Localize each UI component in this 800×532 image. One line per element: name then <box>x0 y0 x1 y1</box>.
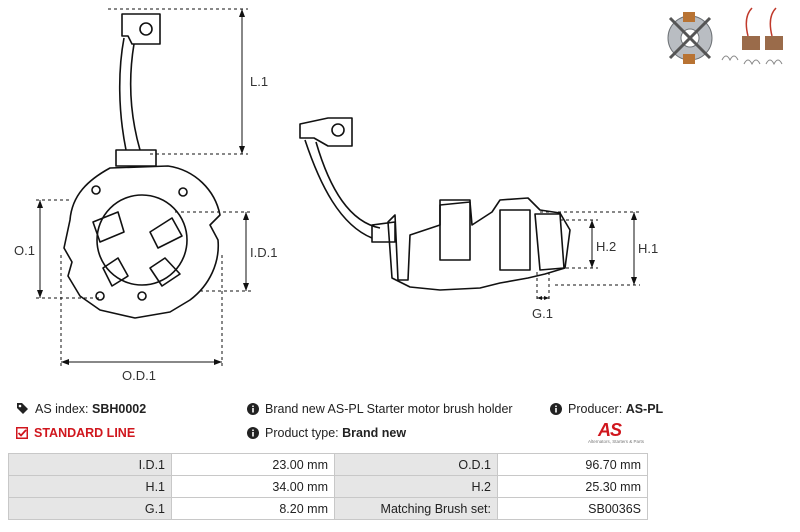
product-type-label: Product type: <box>265 426 339 440</box>
description: Brand new AS-PL Starter motor brush hold… <box>247 401 513 419</box>
label-id1: I.D.1 <box>250 245 277 260</box>
producer-value: AS-PL <box>625 402 664 416</box>
label-g1: G.1 <box>532 306 553 321</box>
product-thumbnail[interactable] <box>660 4 796 76</box>
terminal-hole-right <box>331 123 345 137</box>
terminal-right <box>299 117 353 147</box>
label-h2: H.2 <box>596 239 616 254</box>
wire-clamp-left <box>115 149 157 167</box>
tag-icon <box>16 402 29 419</box>
logo-text: AS <box>598 420 622 440</box>
standard-line: STANDARD LINE <box>16 425 135 443</box>
rivet-2 <box>178 187 188 197</box>
technical-drawing: L.1 O.1 I.D.1 O.D.1 H.1 H.2 G.1 <box>14 4 796 383</box>
spec-value: 25.30 mm <box>497 475 648 498</box>
brush-box-1 <box>92 211 125 243</box>
producer-label: Producer: <box>568 402 623 416</box>
spec-value: 34.00 mm <box>171 475 335 498</box>
lead-wire-left <box>118 37 141 151</box>
label-o1: O.1 <box>14 243 35 258</box>
table-row: G.1 8.20 mm Matching Brush set: SB0036S <box>8 497 648 520</box>
spec-value: SB0036S <box>497 497 648 520</box>
label-od1: O.D.1 <box>122 368 156 383</box>
info-icon <box>550 403 562 419</box>
label-h1: H.1 <box>638 241 658 256</box>
producer: Producer: AS-PL <box>550 401 663 419</box>
spec-label: O.D.1 <box>334 453 498 476</box>
wire-clamp-right <box>371 221 396 243</box>
label-l1: L.1 <box>250 74 268 89</box>
rivet-3 <box>137 291 147 301</box>
rivet-1 <box>91 185 101 195</box>
product-type-value: Brand new <box>342 426 407 440</box>
rivet-4 <box>95 291 105 301</box>
checkbox-checked-icon <box>16 427 28 443</box>
standard-line-text: STANDARD LINE <box>34 426 136 440</box>
spec-value: 96.70 mm <box>497 453 648 476</box>
as-index-value: SBH0002 <box>92 402 147 416</box>
spec-label: I.D.1 <box>8 453 172 476</box>
brush-box-4 <box>149 257 181 287</box>
terminal-left <box>121 13 161 45</box>
table-row: H.1 34.00 mm H.2 25.30 mm <box>8 475 648 498</box>
description-text: Brand new AS-PL Starter motor brush hold… <box>265 402 513 416</box>
commutator-opening <box>96 194 188 286</box>
logo-tagline: Alternators, Starters & Parts <box>588 439 645 444</box>
info-icon <box>247 427 259 443</box>
side-body-outline <box>387 197 571 291</box>
side-brush-2 <box>499 209 531 271</box>
as-index-label: AS index: <box>35 402 89 416</box>
as-index: AS index: SBH0002 <box>16 401 146 419</box>
terminal-hole-left <box>139 22 153 36</box>
side-brush-1 <box>439 199 471 261</box>
spec-value: 23.00 mm <box>171 453 335 476</box>
brush-plate-outline <box>63 165 221 319</box>
table-row: I.D.1 23.00 mm O.D.1 96.70 mm <box>8 453 648 476</box>
spec-table: I.D.1 23.00 mm O.D.1 96.70 mm H.1 34.00 … <box>8 453 648 520</box>
brush-box-3 <box>102 257 129 287</box>
lead-wire-right <box>304 139 381 239</box>
product-type: Product type: Brand new <box>247 425 406 443</box>
spec-value: 8.20 mm <box>171 497 335 520</box>
side-brush-3 <box>534 213 565 271</box>
spec-label: G.1 <box>8 497 172 520</box>
spec-label: H.1 <box>8 475 172 498</box>
brush-box-2 <box>149 217 183 249</box>
as-pl-logo: AS Alternators, Starters & Parts <box>588 420 652 446</box>
info-icon <box>247 403 259 419</box>
spec-label: Matching Brush set: <box>334 497 498 520</box>
spec-label: H.2 <box>334 475 498 498</box>
